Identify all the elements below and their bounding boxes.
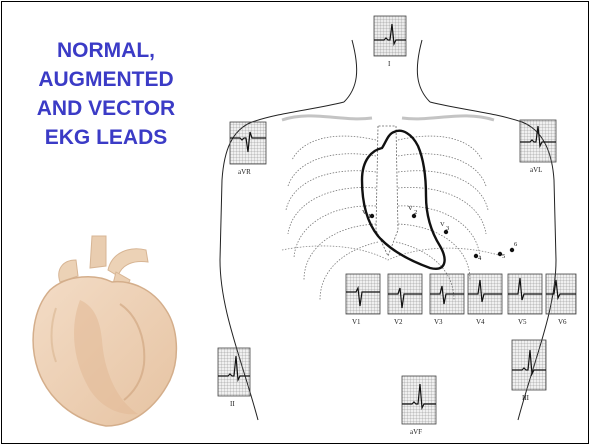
lead-label-v1: V1 (352, 318, 361, 326)
title-line-4: EKG LEADS (6, 123, 206, 152)
title-line-2: AUGMENTED (6, 65, 206, 94)
lead-label-v4: V4 (476, 318, 485, 326)
lead-ii-strip: II (218, 348, 250, 408)
electrode-number-4: 4 (478, 255, 482, 262)
lead-label-avl: aVL (530, 166, 542, 174)
lead-label-avf: aVF (410, 428, 422, 436)
lead-v4-strip: V4 (468, 274, 502, 326)
electrode-number-6: 6 (514, 241, 518, 248)
lead-avr-strip: aVR (230, 122, 266, 176)
lead-i-strip: I (374, 16, 406, 68)
lead-label-avr: aVR (238, 168, 251, 176)
electrode-number-1: 1 (368, 213, 371, 220)
title-line-3: AND VECTOR (6, 94, 206, 123)
title-line-1: NORMAL, (6, 36, 206, 65)
slide-title: NORMAL, AUGMENTED AND VECTOR EKG LEADS (6, 36, 206, 152)
lead-avl-strip: aVL (520, 120, 556, 174)
lead-v6-strip: V6 (546, 274, 576, 326)
electrode-number-5: 5 (502, 253, 505, 260)
lead-avf-strip: aVF (402, 376, 436, 436)
lead-label-iii: III (522, 394, 530, 402)
lead-iii-strip: III (512, 340, 546, 402)
heart-icon (20, 230, 190, 430)
lead-label-ii: II (230, 400, 235, 408)
electrode-number-2: 2 (414, 209, 417, 216)
lead-label-v5: V5 (518, 318, 527, 326)
lead-label-v3: V3 (434, 318, 443, 326)
lead-label-v2: V2 (394, 318, 403, 326)
lead-v3-strip: V3 (430, 274, 464, 326)
lead-v1-strip: V1 (346, 274, 380, 326)
electrode-label-v3: V (440, 221, 445, 228)
lead-label-v6: V6 (558, 318, 567, 326)
lead-v2-strip: V2 (388, 274, 422, 326)
lead-v5-strip: V5 (508, 274, 542, 326)
electrode-label-v2: V (408, 205, 413, 212)
electrode-number-3: 3 (446, 225, 449, 232)
lead-label-i: I (388, 60, 391, 68)
electrode-label-v1: V (362, 209, 367, 216)
ekg-chest-diagram: V 1 V 2 V 3 4 5 6 I aVR aVL (212, 10, 582, 440)
